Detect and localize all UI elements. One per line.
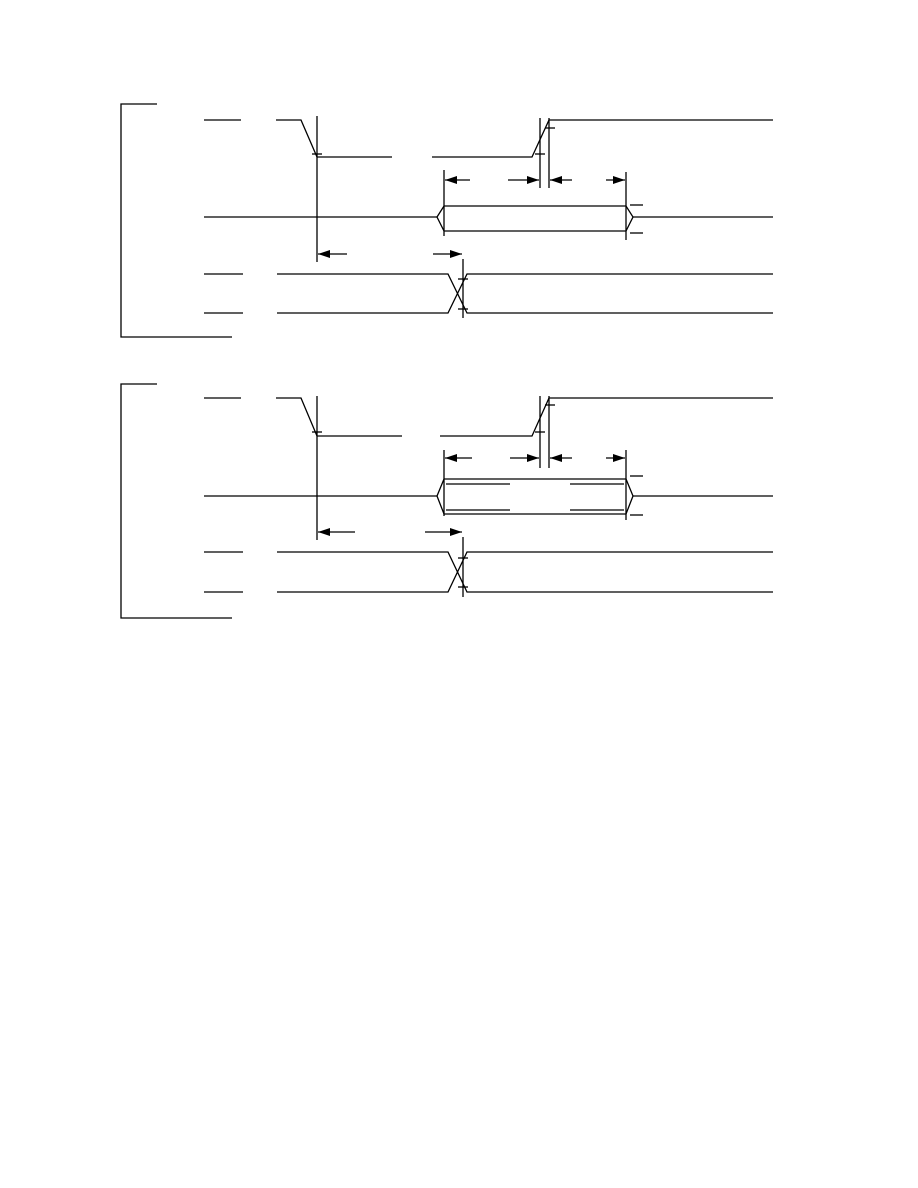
diagram-2-data-bus-waveform <box>204 475 773 516</box>
timing-diagram-1 <box>120 103 773 338</box>
diagram-1-address-waveform <box>204 259 773 318</box>
diagram-2-bracket <box>120 383 232 619</box>
diagram-2-strobe-to-address-arrows <box>318 528 462 536</box>
diagram-1-setup-hold-arrows <box>443 170 627 240</box>
diagram-2-strobe-waveform <box>204 396 773 540</box>
diagram-1-data-bus-waveform <box>204 204 773 234</box>
timing-diagram-2 <box>120 383 773 619</box>
diagram-2-address-waveform <box>204 537 773 597</box>
diagram-2-setup-hold-arrows <box>443 450 627 520</box>
diagram-1-strobe-waveform <box>204 116 773 262</box>
diagram-1-strobe-to-address-arrows <box>318 250 462 258</box>
diagram-1-bracket <box>120 103 232 338</box>
